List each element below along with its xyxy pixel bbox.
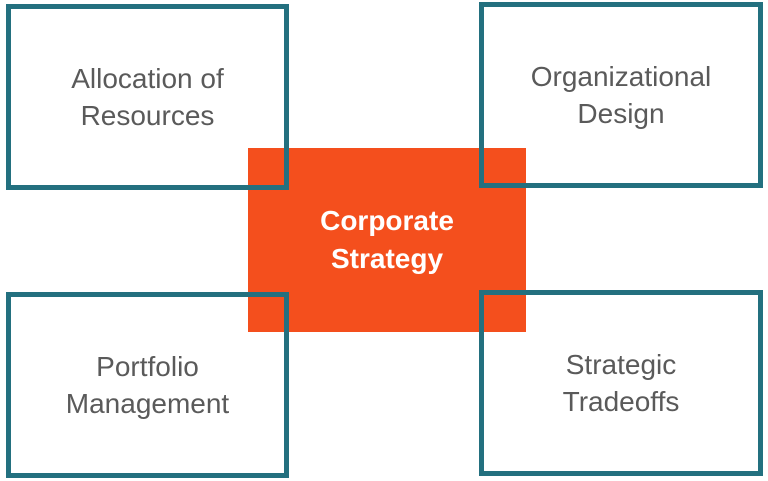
- strategic-tradeoffs-label: Strategic Tradeoffs: [562, 349, 680, 417]
- organizational-design-box: Organizational Design: [479, 2, 763, 188]
- organizational-design-label: Organizational Design: [530, 61, 712, 129]
- allocation-of-resources-label: Allocation of Resources: [71, 63, 224, 131]
- corporate-strategy-label: Corporate Strategy: [320, 205, 454, 274]
- allocation-of-resources-box: Allocation of Resources: [6, 4, 289, 190]
- portfolio-management-box: Portfolio Management: [6, 292, 289, 478]
- strategic-tradeoffs-box: Strategic Tradeoffs: [479, 290, 763, 476]
- portfolio-management-label: Portfolio Management: [65, 351, 230, 419]
